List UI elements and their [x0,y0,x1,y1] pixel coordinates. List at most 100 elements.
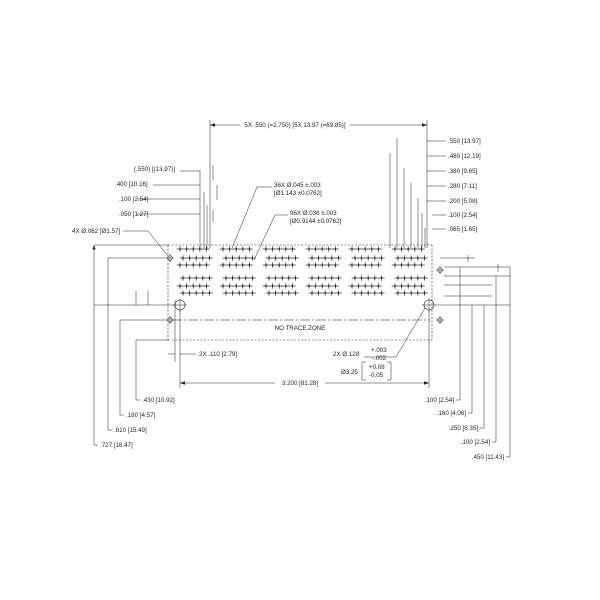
pin-hole [196,262,204,268]
pin-hole [355,283,362,289]
pin-hole [368,283,376,289]
mount-hole-callout: 4X Ø.062 [Ø1.57] [72,228,120,235]
pin-hole [375,262,382,268]
pin-hole [312,283,319,289]
pin-hole [308,275,316,281]
hole-128-tol-minus: -.002 [372,355,387,362]
pin-hole [328,255,336,261]
pin-hole [186,275,193,281]
left-dim-label-400: .400 [10.16] [115,181,148,188]
pin-hole [265,255,273,261]
pin-hole [364,255,372,261]
pin-hole [272,290,279,296]
pin-hole [407,255,415,261]
bottom-left-dim-610: .610 [15.49] [114,427,147,434]
pin-hole [421,275,428,281]
pin-hole [328,275,336,281]
pin-hole [315,290,322,296]
right-dimension-labels: .550 [13.97] .480 [12.19] .380 [9.65] .2… [448,138,481,233]
pin-hole [404,283,412,289]
bottom-left-dim-727: .727 [18.47] [100,442,133,449]
pin-hole [226,283,233,289]
pin-hole [358,290,365,296]
pin-hole [335,255,342,261]
pin-hole [235,290,243,296]
hole-128-tol-plus: +.003 [371,347,387,354]
pin-hole [378,290,385,296]
right-dim-label-100: .100 [2.54] [448,212,478,219]
pin-hole [199,275,207,281]
pin-hole [275,246,283,252]
pin-hole [361,283,369,289]
pin-hole [269,246,276,252]
pin-hole [199,290,207,296]
pin-hole [292,275,299,281]
left-dimension-labels: (.550) [(13.97)] .400 [10.16] .100 [2.54… [115,166,175,218]
pin-hole [368,246,376,252]
pin-hole [375,283,382,289]
pin-hole [278,290,286,296]
pin-hole [189,262,197,268]
pin-field [176,246,428,296]
pin-hole [394,290,402,296]
pin-hole [348,283,356,289]
pin-hole [206,290,213,296]
pin-hole [407,290,415,296]
right-dim-label-480: .480 [12.19] [448,153,481,160]
pin-hole [285,255,293,261]
pin-hole [418,246,425,252]
pin-hole [371,290,379,296]
pin-hole [272,255,279,261]
pin-hole [242,275,250,281]
pin-hole [312,262,319,268]
pin-hole [219,246,227,252]
pin-hole [318,246,326,252]
pin-hole [189,246,197,252]
pin-hole [222,275,230,281]
pin-hole [186,255,193,261]
pin-hole [308,255,316,261]
pin-hole [414,275,422,281]
pin-hole [398,246,405,252]
top-pitch-dimension [209,120,428,248]
pin-hole [348,262,356,268]
pin-hole [358,275,365,281]
callout-36-leader [231,186,272,249]
dim-3200-lines [179,310,430,388]
pin-hole [242,290,250,296]
pin-hole [351,255,359,261]
pin-hole [398,262,405,268]
pin-hole [239,283,247,289]
no-trace-zone-label: NO TRACE ZONE [275,325,326,332]
mounting-holes [166,254,444,324]
pin-hole [246,283,253,289]
pin-hole [411,283,419,289]
pin-hole [289,283,296,289]
pin-hole [305,246,313,252]
left-dimension-lines [137,165,218,248]
pin-hole [282,262,290,268]
pin-hole [361,262,369,268]
callout-96-line-1: 96X Ø.036 ±.003 [290,210,337,217]
pin-hole [285,275,293,281]
left-vertical-dims [92,244,175,445]
callout-96-line-2: [Ø0.9144 ±0.0762] [290,218,341,225]
pin-hole [189,283,197,289]
pin-hole [394,255,402,261]
pin-hole [229,290,236,296]
pin-hole [249,255,256,261]
pin-hole [285,290,293,296]
pin-hole [176,246,184,252]
pin-hole [414,255,422,261]
pin-hole [375,246,382,252]
pin-hole [335,290,342,296]
pin-hole [278,255,286,261]
right-dim-label-200: .200 [5.08] [448,198,478,205]
pin-hole [265,275,273,281]
pin-hole [249,290,256,296]
bottom-left-dim-leaders [94,399,140,446]
pin-hole [321,275,329,281]
pin-hole [278,275,286,281]
dim-3200-label: 3.200 [81.28] [282,380,318,387]
bottom-left-dim-430: .430 [10.92] [142,397,175,404]
